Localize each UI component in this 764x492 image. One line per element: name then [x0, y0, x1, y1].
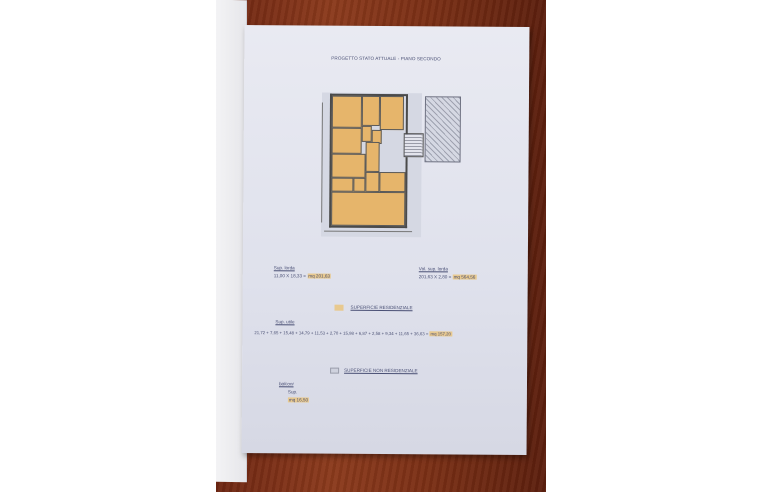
balconi-result-line: mq 16,50 [287, 397, 310, 403]
non-residential-legend-label: SUPERFICIE NON RESIDENZIALE [344, 367, 418, 374]
vol-sup-lorda-result: mq 564,56 [452, 274, 477, 280]
balconi-result: mq 16,50 [287, 397, 310, 403]
plan-room [331, 127, 362, 154]
sup-lorda-formula: 11,00 X 18,33 = [273, 273, 306, 279]
plan-room [353, 177, 366, 192]
plan-room [331, 95, 363, 128]
balconi-sup-label: Sup. [287, 389, 298, 395]
vol-sup-lorda-formula: 201,63 X 2,80 = [418, 274, 452, 280]
staircase [403, 133, 424, 158]
sup-lorda-result: mq 201,63 [307, 273, 331, 279]
sup-utile-line: 21,72 + 7,65 + 15,48 + 14,79 + 11,53 + 2… [254, 330, 452, 337]
paper-sheet: PROGETTO STATO ATTUALE - PIANO SECONDO S… [241, 25, 530, 455]
plan-room [379, 171, 406, 193]
sup-utile-result: mq 157,20 [429, 331, 452, 337]
sup-utile-formula: 21,72 + 7,65 + 15,48 + 14,79 + 11,53 + 2… [254, 330, 429, 337]
floor-plan [321, 92, 462, 242]
balconi-label: balconi [278, 381, 294, 387]
plan-wall [405, 94, 409, 135]
plan-room [361, 125, 372, 142]
plan-room [331, 177, 354, 192]
sup-utile-label: Sup. utile [275, 319, 295, 325]
sup-lorda-line: 11,00 X 18,33 = mq 201,63 [274, 273, 331, 279]
plan-room [331, 153, 366, 178]
non-residential-legend-swatch [330, 367, 340, 374]
sup-lorda-label: Sup. lorda [273, 265, 295, 271]
plan-room [365, 171, 380, 192]
plan-room [361, 95, 381, 126]
residential-legend-label: SUPERFICIE RESIDENZIALE [350, 304, 413, 311]
vol-sup-lorda-label: Vol. sup. lorda [418, 266, 448, 272]
plan-room [365, 141, 380, 172]
vol-sup-lorda-line: 201,63 X 2,80 = mq 564,56 [419, 274, 477, 280]
non-residential-hatch-area [424, 96, 462, 163]
plan-room [379, 95, 405, 131]
residential-legend-swatch [334, 304, 344, 311]
document-title: PROGETTO STATO ATTUALE - PIANO SECONDO [331, 55, 441, 62]
plan-room [331, 191, 406, 227]
